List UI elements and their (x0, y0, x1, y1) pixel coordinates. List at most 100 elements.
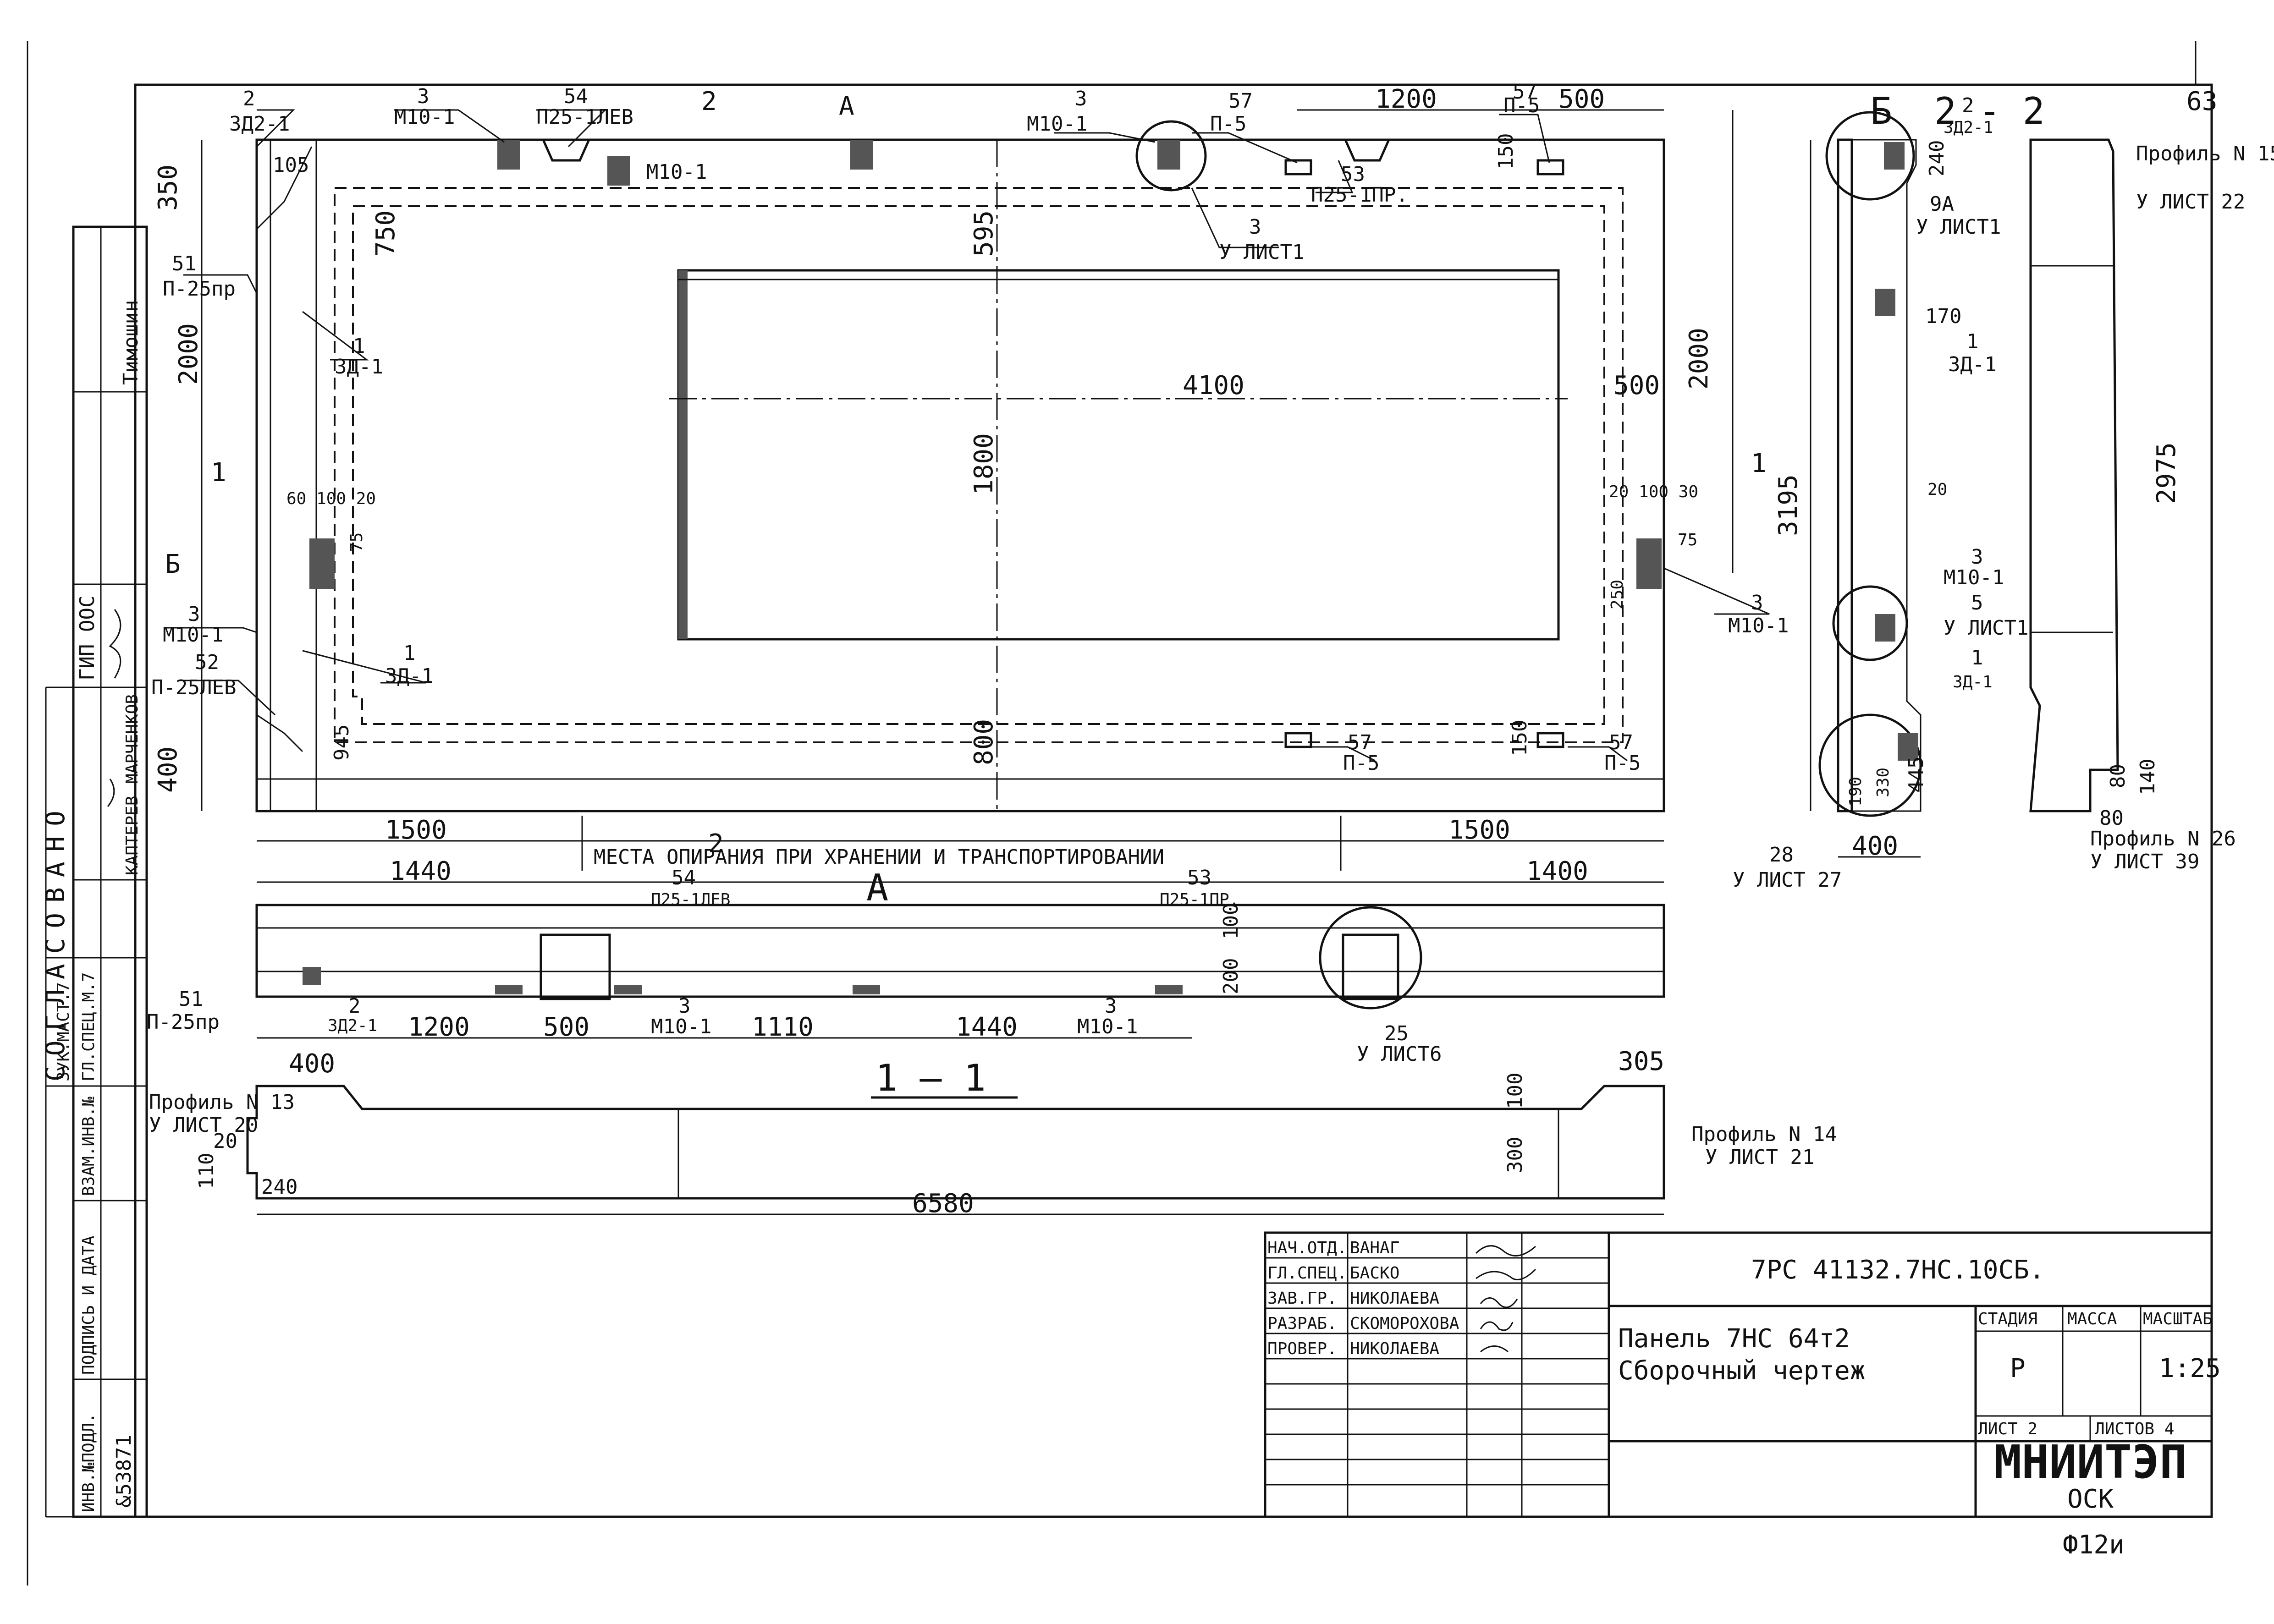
profile-26-label: Профиль N 26 (2090, 827, 2236, 850)
callout-3c-ref: М10-1 (163, 623, 223, 647)
sec22-left-face (1837, 138, 1853, 812)
loop-p5-c (1284, 732, 1312, 748)
embed-right-side (1636, 538, 1662, 589)
sec22-callout-2: 2 (1962, 94, 1974, 117)
view-a-callout-51: 51 (179, 988, 203, 1011)
callout-57a-ref: П-5 (1210, 112, 1246, 136)
profile-26-sheet: У ЛИСТ 39 (2090, 850, 2199, 873)
callout-3: 3 (417, 85, 429, 108)
view-a-callout-3b: 3 (1105, 994, 1117, 1018)
sec22-callout-9a-ref: У ЛИСТ1 (1916, 215, 2001, 239)
sec22-dim-445: 445 (1905, 757, 1928, 793)
dim-350: 350 (153, 165, 183, 211)
section-mark-1-left: 1 (211, 458, 226, 488)
embed-m10-1b (607, 156, 630, 186)
dim-750: 750 (371, 210, 401, 257)
callout-m10-ref: М10-1 (646, 160, 707, 184)
sig-name-1: БАСКО (1350, 1264, 1399, 1283)
view-a-dim-200: 200 (1219, 958, 1243, 994)
sec11-dim-100: 100 (1503, 1073, 1527, 1109)
dim-1500-left: 1500 (385, 815, 447, 845)
sig-name-2: НИКОЛАЕВА (1350, 1289, 1439, 1308)
dim-250: 250 (1608, 580, 1627, 609)
dim-3195: 3195 (1773, 474, 1803, 536)
sig-role-1: ГЛ.СПЕЦ. (1267, 1264, 1347, 1283)
callout-52-ref: П-25ЛЕВ (151, 676, 236, 699)
callout-2-ref: 3Д2-1 (229, 112, 290, 136)
sig-name-4: НИКОЛАЕВА (1350, 1339, 1439, 1358)
section-1-1: 1 — 1 400 305 100 300 110 20 240 6580 Пр… (149, 1047, 1837, 1218)
dim-945: 945 (330, 724, 353, 761)
view-a-label: А (866, 867, 888, 909)
sec22-mark-b: Б (1870, 90, 1892, 132)
embed-m10-1c (850, 140, 873, 170)
stamp-role-zuk: ЗУК.МАСТ.7 (54, 982, 73, 1081)
profile-13-label: Профиль N 13 (149, 1091, 295, 1114)
callout-2: 2 (243, 87, 255, 110)
lifting-loop-right (1344, 139, 1390, 162)
view-a-loop-right (1342, 933, 1399, 1000)
listov-label: ЛИСТОВ 4 (2095, 1420, 2174, 1438)
callout-1a: 1 (353, 335, 365, 358)
view-a-callout-3a: 3 (678, 994, 691, 1018)
sec11-dim-305: 305 (1618, 1047, 1664, 1076)
view-a-callout-53: 53 (1187, 866, 1211, 889)
callout-52: 52 (195, 651, 219, 674)
callout-57a: 57 (1228, 89, 1253, 113)
sec22-callout-3: 3 (1971, 545, 1983, 569)
view-a-callout-51-ref: П-25пр (147, 1010, 220, 1034)
stamp-name-zuk: МАРЧЕНКОВ (123, 694, 142, 784)
dim-1200: 1200 (1375, 84, 1437, 114)
inner-dashed-contour (352, 205, 1605, 725)
callout-1b-ref: 3Д-1 (385, 664, 434, 688)
sig-role-0: НАЧ.ОТД. (1267, 1239, 1347, 1257)
view-mark-b: Б (165, 549, 181, 579)
masshtab-value: 1:25 (2159, 1354, 2221, 1383)
sec22-callout-3-ref: М10-1 (1944, 566, 2004, 589)
view-a-dim-1200: 1200 (408, 1012, 470, 1042)
callout-51-ref: П-25пр (163, 277, 236, 301)
sec22-right-profile (2029, 138, 2119, 812)
sec22-dim-190: 190 (1846, 777, 1865, 807)
section-1-1-outline (246, 1085, 1665, 1200)
stamp-code: Ф12и (2063, 1530, 2125, 1560)
sig-role-4: ПРОВЕР. (1267, 1339, 1337, 1358)
sec22-callout-5: 5 (1971, 591, 1983, 614)
section-mark-1-right: 1 (1751, 449, 1767, 478)
window-opening (677, 269, 1560, 641)
dim-105: 105 (273, 154, 309, 177)
dim-500-top: 500 (1558, 84, 1605, 114)
callout-1b: 1 (403, 642, 416, 665)
callout-57c-ref: П-5 (1343, 752, 1379, 775)
left-approval-stamp: СОГЛАСОВАНО ГИП ООС Тимошин ГЛ.СПЕЦ.М.7 … (41, 225, 148, 1518)
section-mark-2-bottom: 2 (708, 829, 724, 859)
sig-role-2: ЗАВ.ГР. (1267, 1289, 1337, 1308)
org-dept: ОСК (2067, 1484, 2114, 1514)
view-a: 1440 1400 А 54 П25-1ЛЕВ 53 П25-1ПР. 51 П… (147, 856, 1665, 1066)
dims-small-left: 60 100 20 (286, 489, 376, 508)
view-a-callout-2-ref: 3Д2-1 (328, 1016, 377, 1035)
view-a-dim-1440: 1440 (390, 856, 451, 886)
callout-54: 54 (564, 85, 588, 108)
dim-500-right: 500 (1613, 371, 1660, 401)
view-a-callout-3b-ref: М10-1 (1077, 1015, 1138, 1038)
profile-15-label: Профиль N 15 (2136, 142, 2274, 165)
inv-podl-value: &53871 (112, 1435, 136, 1508)
sec22-dim-400: 400 (1852, 831, 1898, 861)
sheet-corner-number: 63 (2186, 87, 2217, 116)
profile-14-sheet: У ЛИСТ 21 (1705, 1146, 1814, 1169)
panel-outline (255, 138, 1665, 812)
sec11-dim-110: 110 (195, 1153, 218, 1189)
dim-150-low: 150 (1508, 720, 1531, 756)
sig-name-3: СКОМОРОХОВА (1350, 1314, 1459, 1333)
storage-note: МЕСТА ОПИРАНИЯ ПРИ ХРАНЕНИИ И ТРАНСПОРТИ… (594, 845, 1164, 869)
callout-57c: 57 (1348, 731, 1372, 754)
loop-p5-b (1536, 159, 1564, 176)
sec22-dim-80b: 80 (2099, 807, 2124, 830)
sec11-dim-20: 20 (213, 1130, 237, 1153)
dim-75a: 75 (347, 532, 366, 552)
sec22-dim-140: 140 (2136, 759, 2159, 795)
sec22-callout-9a: 9А (1930, 192, 1954, 216)
org-name: МНИИТЭП (1994, 1435, 2187, 1489)
view-a-callout-25: 25 (1384, 1022, 1409, 1045)
